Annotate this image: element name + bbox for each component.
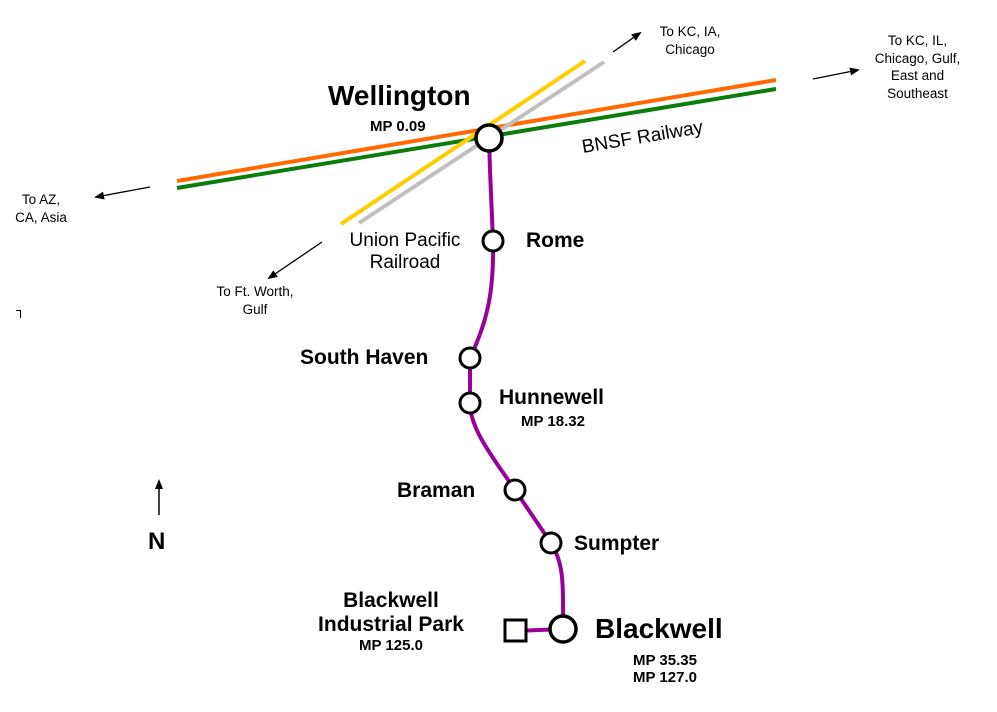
direction-southwest-label: To Ft. Worth, Gulf (200, 283, 310, 318)
bnsf-railway-label: BNSF Railway (580, 117, 705, 158)
blackwell-label: Blackwell (595, 613, 723, 644)
wellington-label: Wellington (328, 80, 471, 111)
direction-southwest-line: Gulf (242, 301, 268, 317)
arrow-southwest (267, 241, 323, 280)
wellington-mp: MP 0.09 (370, 118, 426, 135)
arrow-northeast (612, 31, 642, 53)
direction-west-label: To AZ, CA, Asia (5, 191, 77, 226)
direction-east-line: Chicago, Gulf, (874, 50, 961, 66)
direction-east-label: To KC, IL, Chicago, Gulf, East and South… (860, 32, 975, 102)
sumpter-label: Sumpter (574, 532, 660, 555)
south-haven-label: South Haven (300, 346, 429, 369)
direction-west-line: CA, Asia (15, 209, 67, 225)
industrial-park-label: Blackwell Industrial Park MP 125.0 (300, 589, 482, 655)
station-rome[interactable] (481, 229, 505, 253)
industrial-park-name-line2: Industrial Park (318, 613, 464, 637)
station-wellington[interactable] (474, 123, 504, 153)
shortline-route (468, 137, 566, 633)
station-blackwell[interactable] (548, 614, 578, 644)
blackwell-mp: MP 35.35 MP 127.0 (610, 652, 720, 687)
hunnewell-mp: MP 18.32 (521, 413, 585, 430)
direction-west-line: To AZ, (21, 192, 61, 207)
direction-east-line: Southeast (887, 85, 948, 101)
stray-mark: ⅂ (16, 309, 23, 321)
station-industrial-park[interactable] (503, 618, 528, 643)
north-label: N (148, 528, 166, 555)
rome-label: Rome (526, 229, 585, 252)
union-pacific-label: Union Pacific Railroad (340, 230, 470, 274)
union-pacific-label-line2: Railroad (369, 251, 441, 273)
direction-east-line: East and (890, 68, 945, 84)
blackwell-mp-line1: MP 35.35 (633, 652, 697, 669)
station-sumpter[interactable] (539, 531, 563, 555)
direction-northeast-line: Chicago (665, 41, 715, 57)
industrial-park-name-line1: Blackwell (343, 589, 439, 612)
station-hunnewell[interactable] (458, 391, 482, 415)
direction-northeast-line: To KC, IA, (659, 24, 721, 39)
blackwell-mp-line2: MP 127.0 (633, 669, 697, 687)
station-braman[interactable] (503, 478, 527, 502)
direction-northeast-label: To KC, IA, Chicago (640, 23, 740, 58)
arrow-west (94, 186, 151, 200)
direction-east-line: To KC, IL, (887, 33, 948, 48)
station-south-haven[interactable] (458, 346, 482, 370)
braman-label: Braman (397, 479, 476, 502)
hunnewell-label: Hunnewell (499, 386, 605, 409)
arrow-east (812, 67, 860, 80)
direction-southwest-line: To Ft. Worth, (216, 284, 294, 299)
industrial-park-mp: MP 125.0 (359, 637, 423, 655)
up-line-yellow (339, 59, 587, 226)
union-pacific-label-line1: Union Pacific (349, 230, 461, 251)
